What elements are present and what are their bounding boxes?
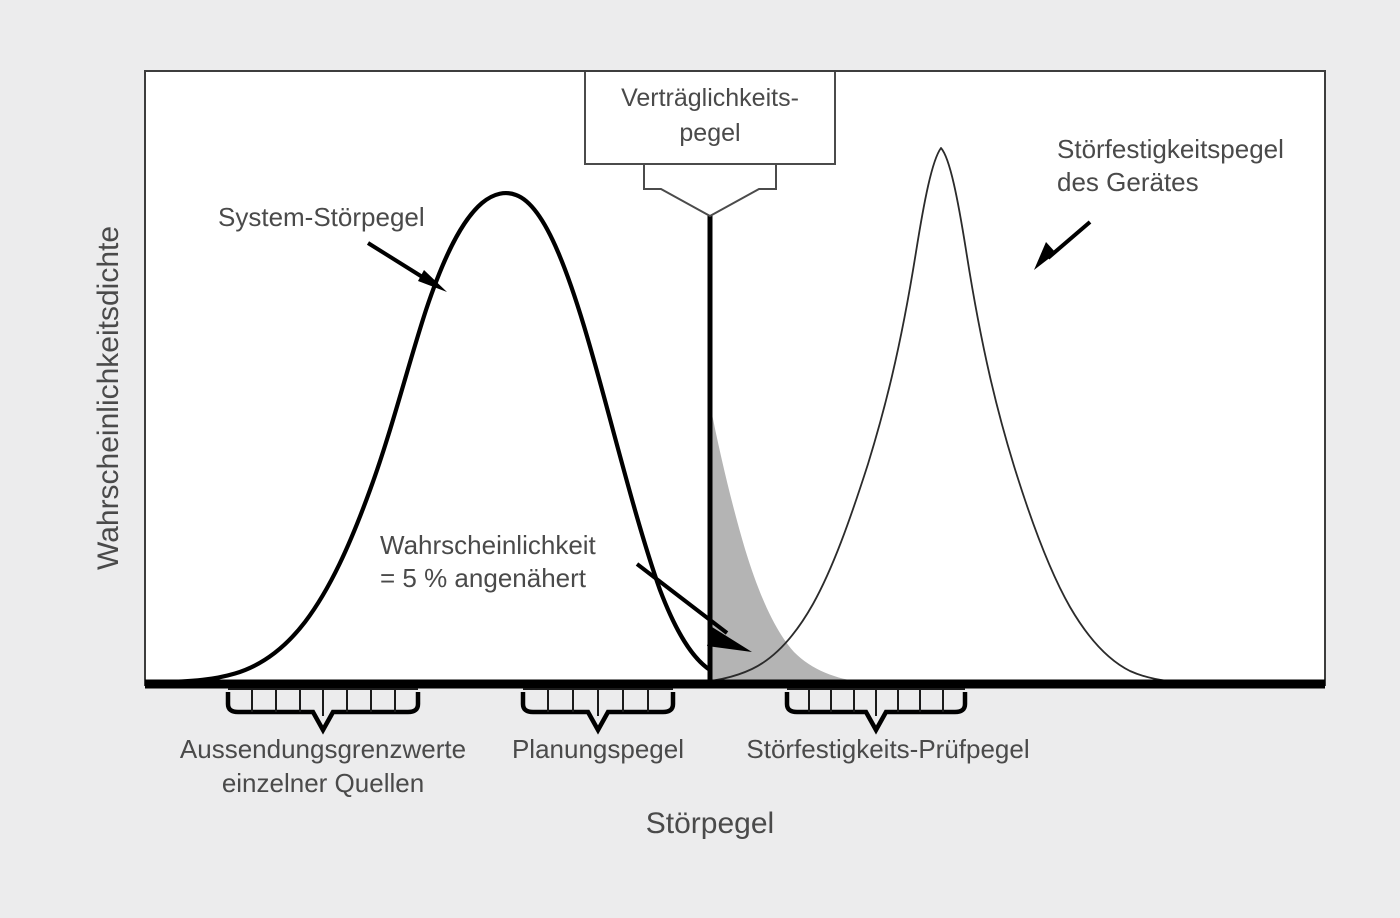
arrow-head-probability: [707, 627, 752, 652]
label-probability-line1: Wahrscheinlichkeit: [380, 530, 597, 560]
bracket-ticks-1: [228, 688, 418, 716]
label-stoerfestigkeitspegel-line1: Störfestigkeitspegel: [1057, 134, 1284, 164]
bracket-ticks-3: [787, 688, 965, 716]
x-axis-title: Störpegel: [646, 807, 774, 840]
callout-funnel: [643, 163, 777, 218]
label-probability-line2: = 5 % angenähert: [380, 563, 587, 593]
arrow-head-stoerfestigkeitspegel: [1034, 242, 1056, 270]
label-system-stoerpegel: System-Störpegel: [218, 202, 425, 232]
callout-box-vertraeglichkeitspegel: [584, 70, 836, 165]
arrow-head-system-stoerpegel: [418, 270, 447, 292]
bracket-label-1-line1: Aussendungsgrenzwerte: [180, 734, 466, 764]
shaded-probability-region: [710, 404, 963, 684]
bracket-label-1-line2: einzelner Quellen: [222, 768, 424, 798]
bracket-outline-1: [225, 692, 421, 735]
arrow-line-probability: [635, 562, 729, 635]
bracket-outline-2: [520, 692, 676, 735]
bracket-label-3-line1: Störfestigkeits-Prüfpegel: [746, 734, 1029, 764]
bracket-ticks-2: [523, 688, 673, 716]
bracket-group-3: Störfestigkeits-Prüfpegel: [746, 688, 1030, 764]
bracket-group-1: Aussendungsgrenzwerte einzelner Quellen: [180, 688, 466, 798]
y-axis-title: Wahrscheinlichkeitsdichte: [92, 226, 125, 570]
callout-label-line1: Verträglichkeits-: [621, 84, 799, 112]
label-stoerfestigkeitspegel-line2: des Gerätes: [1057, 167, 1199, 197]
callout-label-line2: pegel: [679, 119, 740, 147]
bracket-outline-3: [784, 692, 968, 735]
bracket-label-2-line1: Planungspegel: [512, 734, 684, 764]
bracket-group-2: Planungspegel: [512, 688, 684, 764]
curve-stoerfestigkeitspegel: [687, 147, 1321, 685]
